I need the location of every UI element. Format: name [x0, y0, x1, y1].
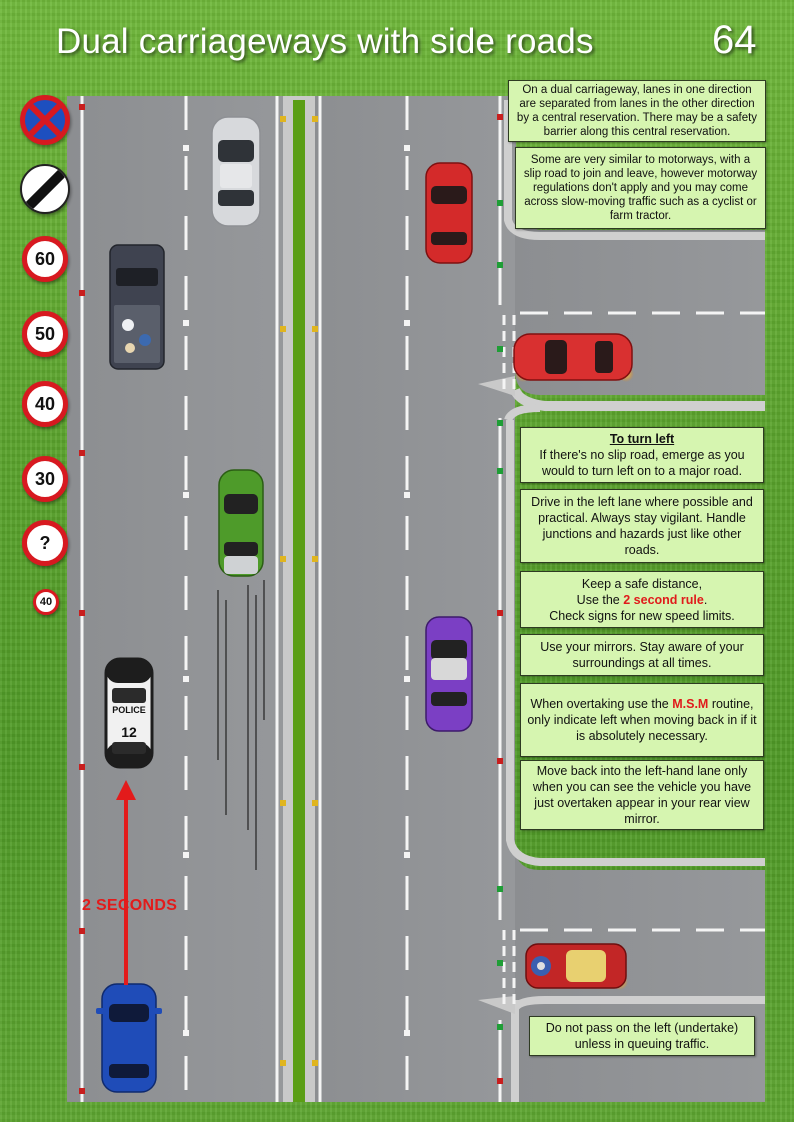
note-undertake: Do not pass on the left (undertake) unle…: [529, 1016, 755, 1056]
studs-white: [183, 145, 410, 1036]
side-road-upper-kerb: [510, 387, 765, 411]
silver-car: [211, 116, 261, 227]
page-number: 64: [712, 18, 757, 62]
two-seconds-label: 2 SECONDS: [82, 897, 178, 914]
skid-marks: [217, 580, 265, 870]
page-title: Dual carriageways with side roads: [56, 22, 594, 61]
no-stopping-sign-icon: [20, 95, 70, 145]
speed-limit-sign-30: 30: [22, 456, 68, 502]
red-car-right: [425, 162, 473, 264]
right-carriageway: [307, 96, 515, 1102]
speed-limit-sign-unknown: ?: [22, 520, 68, 566]
note-safe-distance: Keep a safe distance, Use the 2 second r…: [520, 571, 764, 628]
note-turn-left: To turn left If there's no slip road, em…: [520, 427, 764, 483]
purple-car: [425, 616, 473, 732]
note-mirrors: Use your mirrors. Stay aware of your sur…: [520, 634, 764, 676]
speed-limit-sign-60: 60: [22, 236, 68, 282]
side-road-upper-kerb-top: [504, 100, 765, 240]
note-intro-central-reservation: On a dual carriageway, lanes in one dire…: [508, 80, 766, 142]
green-car: [218, 469, 264, 577]
pickup-truck: [109, 244, 165, 370]
police-car: POLICE 12: [104, 657, 154, 769]
side-road-lower-kerb: [504, 404, 541, 422]
lane-dividers: [184, 96, 409, 1102]
minimum-speed-sign: 40: [33, 589, 59, 615]
note-overtaking: When overtaking use the M.S.M routine, o…: [520, 683, 764, 757]
speed-limit-sign-40: 40: [22, 381, 68, 427]
two-second-arrow: [116, 780, 136, 985]
left-carriageway: [67, 96, 291, 1102]
speed-limit-sign-50: 50: [22, 311, 68, 357]
studs-green: [497, 200, 503, 1030]
studs-red-left: [79, 104, 503, 1094]
police-number: 12: [121, 724, 137, 740]
note-move-back: Move back into the left-hand lane only w…: [520, 760, 764, 830]
slow-vehicle-junction: [525, 943, 628, 990]
national-speed-limit-sign-icon: [20, 164, 70, 214]
side-road-upper: [515, 96, 765, 395]
edge-lines: [80, 96, 502, 1102]
note-left-lane: Drive in the left lane where possible an…: [520, 489, 764, 563]
red-car-junction: [513, 333, 634, 382]
central-verge: [293, 100, 305, 1102]
studs-amber: [280, 116, 318, 1066]
note-intro-motorway-similar: Some are very similar to motorways, with…: [515, 147, 766, 229]
police-label: POLICE: [112, 705, 146, 715]
blue-car: [96, 983, 162, 1093]
